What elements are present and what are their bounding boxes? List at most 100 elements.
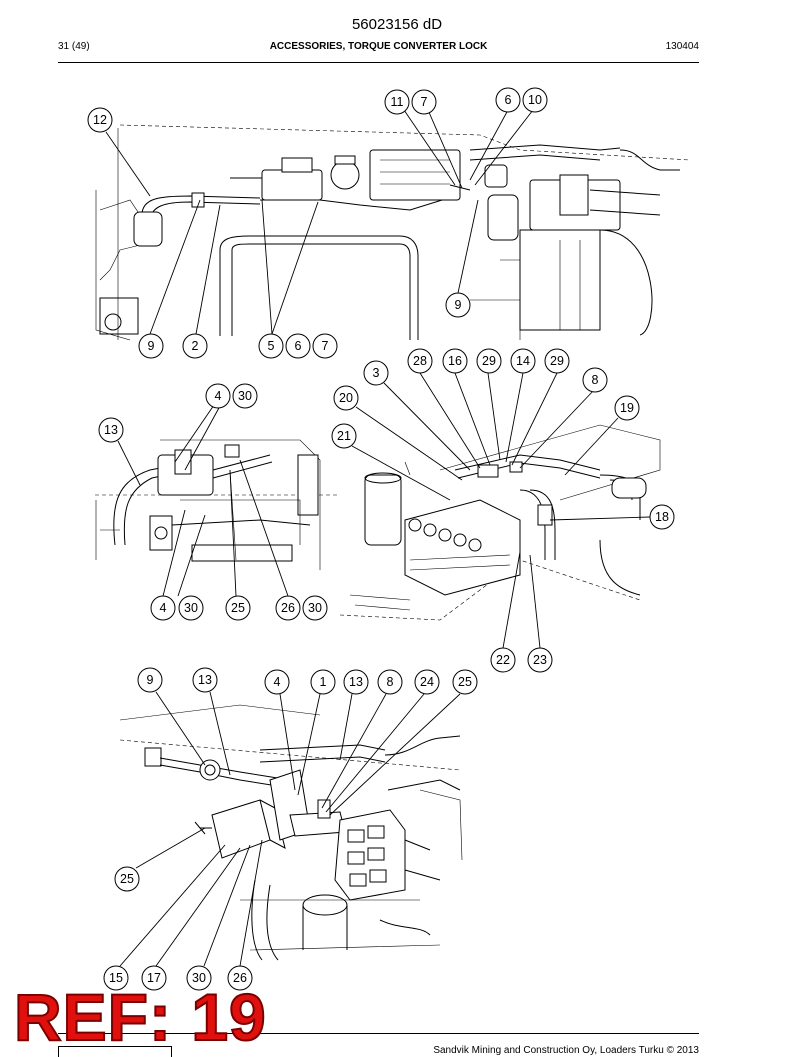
svg-text:9: 9 bbox=[147, 673, 154, 687]
svg-text:11: 11 bbox=[391, 95, 404, 109]
callout-7: 7 bbox=[411, 89, 437, 115]
callout-30: 30 bbox=[232, 383, 258, 409]
callout-23: 23 bbox=[527, 647, 553, 673]
callout-13: 13 bbox=[98, 417, 124, 443]
bottom-view-leaders bbox=[119, 691, 461, 967]
svg-text:6: 6 bbox=[295, 339, 302, 353]
svg-text:19: 19 bbox=[620, 401, 634, 415]
svg-text:28: 28 bbox=[413, 354, 427, 368]
callout-17: 17 bbox=[141, 965, 167, 991]
section-code: 130404 bbox=[665, 41, 699, 52]
callout-12: 12 bbox=[87, 107, 113, 133]
callout-30: 30 bbox=[186, 965, 212, 991]
callout-11: 11 bbox=[384, 89, 410, 115]
callout-21: 21 bbox=[331, 423, 357, 449]
callout-6: 6 bbox=[285, 333, 311, 359]
svg-text:6: 6 bbox=[505, 93, 512, 107]
svg-text:7: 7 bbox=[322, 339, 329, 353]
svg-text:22: 22 bbox=[496, 653, 510, 667]
callout-24: 24 bbox=[414, 669, 440, 695]
svg-text:4: 4 bbox=[274, 675, 281, 689]
svg-text:26: 26 bbox=[281, 601, 295, 615]
bottom-view-illustration bbox=[119, 704, 463, 961]
footer-rule bbox=[58, 1033, 699, 1034]
callout-25: 25 bbox=[452, 669, 478, 695]
svg-text:30: 30 bbox=[184, 601, 198, 615]
header-rule bbox=[58, 62, 699, 63]
svg-text:4: 4 bbox=[215, 389, 222, 403]
callout-3: 3 bbox=[363, 360, 389, 386]
callout-9: 9 bbox=[138, 333, 164, 359]
callout-19: 19 bbox=[614, 395, 640, 421]
callout-1: 1 bbox=[310, 669, 336, 695]
callout-26: 26 bbox=[275, 595, 301, 621]
callout-4: 4 bbox=[205, 383, 231, 409]
callout-6: 6 bbox=[495, 87, 521, 113]
callout-13: 13 bbox=[192, 667, 218, 693]
svg-text:23: 23 bbox=[533, 653, 547, 667]
callout-18: 18 bbox=[649, 504, 675, 530]
callout-26: 26 bbox=[227, 965, 253, 991]
reference-stamp: REF: 19 bbox=[13, 980, 267, 1054]
callout-4: 4 bbox=[264, 669, 290, 695]
svg-text:25: 25 bbox=[231, 601, 245, 615]
footer-copyright: Sandvik Mining and Construction Oy, Load… bbox=[433, 1045, 699, 1056]
svg-text:29: 29 bbox=[482, 354, 496, 368]
callout-28: 28 bbox=[407, 348, 433, 374]
callout-9: 9 bbox=[137, 667, 163, 693]
middle-left-illustration bbox=[95, 439, 340, 570]
svg-text:12: 12 bbox=[93, 113, 107, 127]
svg-text:13: 13 bbox=[198, 673, 212, 687]
svg-text:15: 15 bbox=[109, 971, 123, 985]
callout-20: 20 bbox=[333, 385, 359, 411]
page-header: 31 (49) ACCESSORIES, TORQUE CONVERTER LO… bbox=[58, 41, 699, 55]
svg-text:13: 13 bbox=[104, 423, 118, 437]
callout-7: 7 bbox=[312, 333, 338, 359]
page-title: ACCESSORIES, TORQUE CONVERTER LOCK bbox=[269, 41, 488, 52]
callout-29: 29 bbox=[544, 348, 570, 374]
middle-right-illustration bbox=[339, 424, 661, 621]
callout-30: 30 bbox=[302, 595, 328, 621]
callout-14: 14 bbox=[510, 348, 536, 374]
svg-text:3: 3 bbox=[373, 366, 380, 380]
svg-text:1: 1 bbox=[320, 675, 327, 689]
svg-text:25: 25 bbox=[120, 872, 134, 886]
callout-8: 8 bbox=[377, 669, 403, 695]
svg-text:2: 2 bbox=[192, 339, 199, 353]
callout-5: 5 bbox=[258, 333, 284, 359]
svg-text:9: 9 bbox=[148, 339, 155, 353]
svg-text:26: 26 bbox=[233, 971, 247, 985]
callout-2: 2 bbox=[182, 333, 208, 359]
svg-text:4: 4 bbox=[160, 601, 167, 615]
middle-left-leaders bbox=[117, 404, 289, 597]
top-view-leaders bbox=[105, 109, 534, 335]
svg-text:10: 10 bbox=[528, 93, 542, 107]
callout-22: 22 bbox=[490, 647, 516, 673]
svg-text:5: 5 bbox=[268, 339, 275, 353]
svg-text:30: 30 bbox=[308, 601, 322, 615]
svg-text:18: 18 bbox=[655, 510, 669, 524]
callout-30: 30 bbox=[178, 595, 204, 621]
callout-9: 9 bbox=[445, 292, 471, 318]
svg-text:14: 14 bbox=[516, 354, 530, 368]
callout-25: 25 bbox=[114, 866, 140, 892]
callout-29: 29 bbox=[476, 348, 502, 374]
svg-text:7: 7 bbox=[421, 95, 428, 109]
page-number: 31 (49) bbox=[58, 41, 90, 52]
callout-16: 16 bbox=[442, 348, 468, 374]
callout-13: 13 bbox=[343, 669, 369, 695]
svg-text:25: 25 bbox=[458, 675, 472, 689]
svg-text:13: 13 bbox=[349, 675, 363, 689]
callout-4: 4 bbox=[150, 595, 176, 621]
svg-text:24: 24 bbox=[420, 675, 434, 689]
callout-25: 25 bbox=[225, 595, 251, 621]
company-logo bbox=[58, 1046, 172, 1057]
svg-text:29: 29 bbox=[550, 354, 564, 368]
svg-text:9: 9 bbox=[455, 298, 462, 312]
svg-text:16: 16 bbox=[448, 354, 462, 368]
svg-text:30: 30 bbox=[238, 389, 252, 403]
callout-8: 8 bbox=[582, 367, 608, 393]
middle-right-leaders bbox=[351, 372, 651, 649]
svg-text:20: 20 bbox=[339, 391, 353, 405]
